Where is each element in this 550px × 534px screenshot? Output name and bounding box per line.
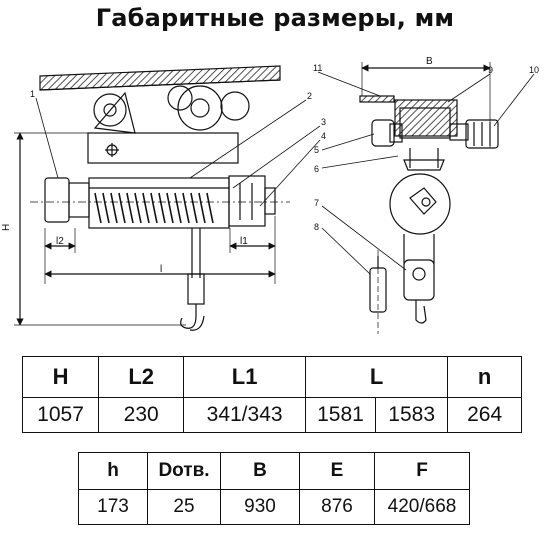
- value-L1: 341/343: [183, 397, 306, 433]
- part-number-4: 4: [321, 131, 326, 141]
- dimensions-table-2: h Dотв. B E F 173 25 930 876 420/668: [78, 452, 470, 525]
- header-L: L: [304, 356, 449, 398]
- header-F: F: [374, 452, 470, 490]
- dimensions-table-1: H L2 L1 L n 1057 230 341/343 1581 1583 2…: [21, 356, 522, 433]
- part-number-5: 5: [314, 145, 319, 155]
- dimension-label-H: H: [1, 224, 12, 231]
- value-B: 930: [220, 489, 300, 525]
- value-E: 876: [299, 489, 375, 525]
- value-Dotv: 25: [147, 489, 221, 525]
- header-n: n: [447, 356, 522, 398]
- header-h: h: [78, 452, 148, 490]
- value-h: 173: [78, 489, 148, 525]
- value-L2: 230: [98, 397, 185, 433]
- dimension-label-l: l: [160, 264, 162, 275]
- value-n: 264: [447, 397, 522, 433]
- part-number-9: 9: [488, 65, 493, 75]
- page-title: Габаритные размеры, мм: [95, 4, 455, 32]
- hoist-dimension-drawing: 1 2 3 4 5 6 7 8 9 10 11 H l2 l1 l B: [1, 56, 539, 334]
- part-number-10: 10: [529, 65, 539, 75]
- header-L2: L2: [98, 356, 185, 398]
- dimension-label-B: B: [426, 56, 433, 67]
- value-H: 1057: [21, 397, 100, 433]
- header-B: B: [220, 452, 300, 490]
- part-number-3: 3: [321, 117, 326, 127]
- value-L-a: 1581: [304, 397, 377, 433]
- dimension-label-l1: l1: [240, 236, 248, 247]
- end-view: [317, 62, 535, 334]
- part-number-2: 2: [307, 91, 312, 101]
- value-F: 420/668: [374, 489, 470, 525]
- header-Dotv: Dотв.: [147, 452, 221, 490]
- part-number-11: 11: [313, 63, 322, 73]
- part-number-8: 8: [314, 222, 319, 232]
- part-number-1: 1: [30, 89, 35, 99]
- header-E: E: [299, 452, 375, 490]
- header-H: H: [21, 356, 100, 398]
- dimension-label-l2: l2: [56, 236, 64, 247]
- part-number-6: 6: [314, 164, 319, 174]
- header-L1: L1: [183, 356, 306, 398]
- side-view: [14, 65, 321, 331]
- value-L-b: 1583: [375, 397, 449, 433]
- part-number-7: 7: [314, 198, 319, 208]
